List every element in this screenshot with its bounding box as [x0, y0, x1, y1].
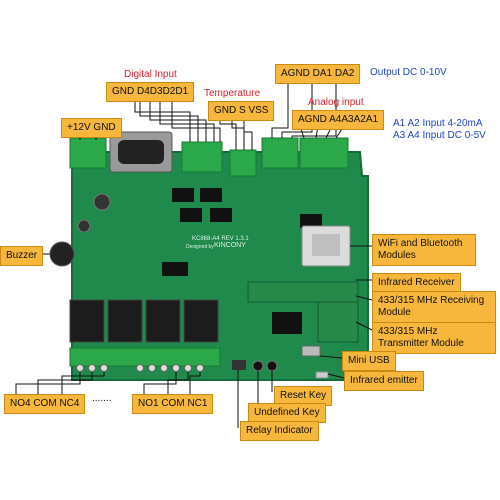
reset-key-button [266, 360, 278, 372]
relay-terminal-block [69, 347, 221, 367]
ic-chip [272, 312, 302, 334]
digital-input-caption: Digital Input [124, 69, 177, 80]
analog-output-pins-label: AGND DA1 DA2 [275, 64, 361, 84]
undefined-key-label: Undefined Key [248, 403, 326, 423]
analog-input-caption: Analog input [308, 97, 364, 108]
input-420-caption: A1 A2 Input 4-20mA [393, 118, 483, 129]
ic-chip [300, 214, 322, 228]
relay-indicator-label: Relay Indicator [240, 421, 319, 441]
mini-usb-label: Mini USB [342, 351, 396, 371]
relay-4 [69, 299, 105, 343]
temperature-terminal [229, 149, 257, 177]
input-05-caption: A3 A4 Input DC 0-5V [393, 130, 486, 141]
capacitor [77, 219, 91, 233]
relay-2 [145, 299, 181, 343]
analog-output-terminal [261, 137, 299, 169]
board-brand-text: KINCONY [214, 242, 246, 249]
ir-emitter-component [315, 371, 329, 379]
ic-chip [180, 208, 202, 222]
rf-transmitter-module [317, 301, 359, 343]
buzzer-component [49, 241, 75, 267]
ic-chip [200, 188, 222, 202]
board-designed-by-text: Designed by [186, 244, 214, 250]
relay-3 [107, 299, 143, 343]
temperature-caption: Temperature [204, 88, 261, 99]
power-label: +12V GND [61, 118, 122, 138]
analog-input-terminal [299, 137, 349, 169]
wifi-module-shield [312, 234, 340, 256]
ic-chip [172, 188, 194, 202]
undefined-key-button [252, 360, 264, 372]
relay-left-label: NO4 COM NC4 [4, 394, 86, 414]
wifi-label: WiFi and Bluetooth Modules [372, 234, 476, 266]
output-dc-caption: Output DC 0-10V [370, 67, 447, 78]
leader-lines [40, 82, 373, 428]
digital-pins-label: GND D4D3D2D1 [106, 82, 195, 102]
relay-right-label: NO1 COM NC1 [132, 394, 214, 414]
ir-emitter-label: Infrared emitter [344, 371, 424, 391]
board-model-text: KC868-A4 REV 1.3.1 [192, 236, 249, 242]
mini-usb-port [301, 345, 321, 357]
digital-terminal [181, 141, 223, 173]
analog-input-pins-label: AGND A4A3A2A1 [292, 110, 385, 130]
ir-receiver-label: Infrared Receiver [372, 273, 461, 293]
temperature-pins-label: GND S VSS [208, 101, 275, 121]
rf-receiver-module [247, 281, 359, 303]
buzzer-label: Buzzer [0, 246, 44, 266]
relay-indicator-leds [232, 360, 246, 370]
capacitor [93, 193, 111, 211]
ic-chip [210, 208, 232, 222]
ic-chip [162, 262, 188, 276]
relay-ellipsis: ....... [92, 393, 112, 404]
relay-1 [183, 299, 219, 343]
rf-transmitter-label: 433/315 MHz Transmitter Module [372, 322, 496, 354]
serial-port-socket [118, 140, 164, 164]
rf-receiver-label: 433/315 MHz Receiving Module [372, 291, 496, 323]
power-terminal [69, 137, 107, 169]
